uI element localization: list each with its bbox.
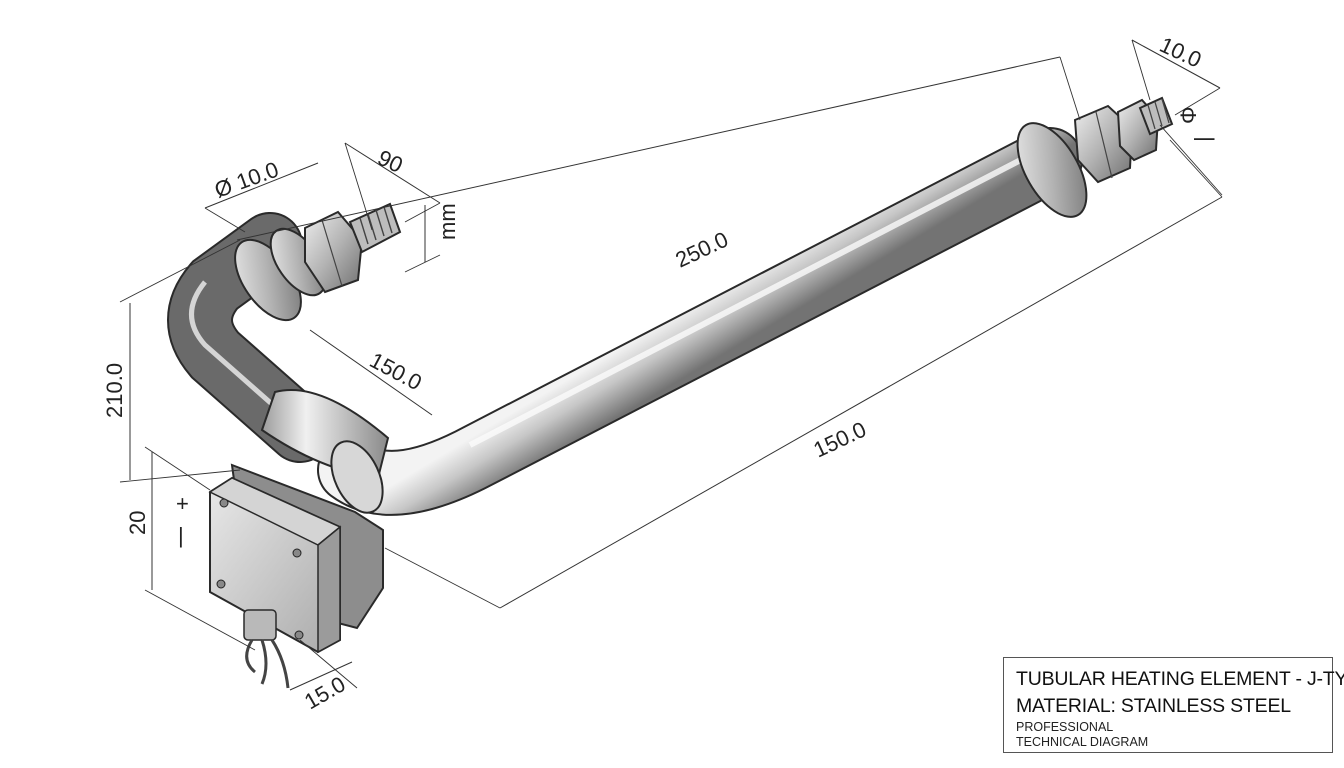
terminal-box	[208, 463, 384, 689]
dim-right-bar: |	[1190, 136, 1215, 142]
dim-unit: mm	[435, 203, 460, 240]
dim-box-height: 20	[125, 511, 150, 535]
dim-box-bar: |	[178, 523, 184, 548]
box-screw-1	[219, 498, 229, 508]
title-block: TUBULAR HEATING ELEMENT - J-TYPE MATERIA…	[1003, 657, 1344, 753]
title-line-2: MATERIAL: STAINLESS STEEL	[1016, 695, 1291, 717]
lead-wires	[245, 639, 290, 689]
box-screw-2	[292, 548, 302, 558]
title-line-1: TUBULAR HEATING ELEMENT - J-TYPE	[1016, 668, 1344, 690]
dim-box-plus: +	[176, 491, 189, 516]
box-screw-4	[294, 630, 304, 640]
title-line-4: TECHNICAL DIAGRAM	[1016, 735, 1149, 749]
junction-collar	[260, 388, 390, 514]
dim-height-total: 210.0	[102, 363, 127, 418]
dim-box-depth: 15.0	[300, 671, 350, 714]
box-screw-3	[216, 579, 226, 589]
dim-thread-left: 90	[374, 145, 407, 178]
dim-main-length: 250.0	[672, 227, 732, 273]
right-terminal	[1016, 96, 1174, 218]
dim-inner-leg: 150.0	[366, 347, 426, 395]
heating-element	[167, 96, 1174, 689]
dimension-lines	[119, 39, 1223, 691]
dim-right-symbol: Φ	[1176, 106, 1201, 124]
title-line-3: PROFESSIONAL	[1016, 720, 1114, 734]
dim-left-diameter: Ø 10.0	[211, 157, 282, 203]
dim-overall-bottom: 150.0	[810, 417, 870, 463]
